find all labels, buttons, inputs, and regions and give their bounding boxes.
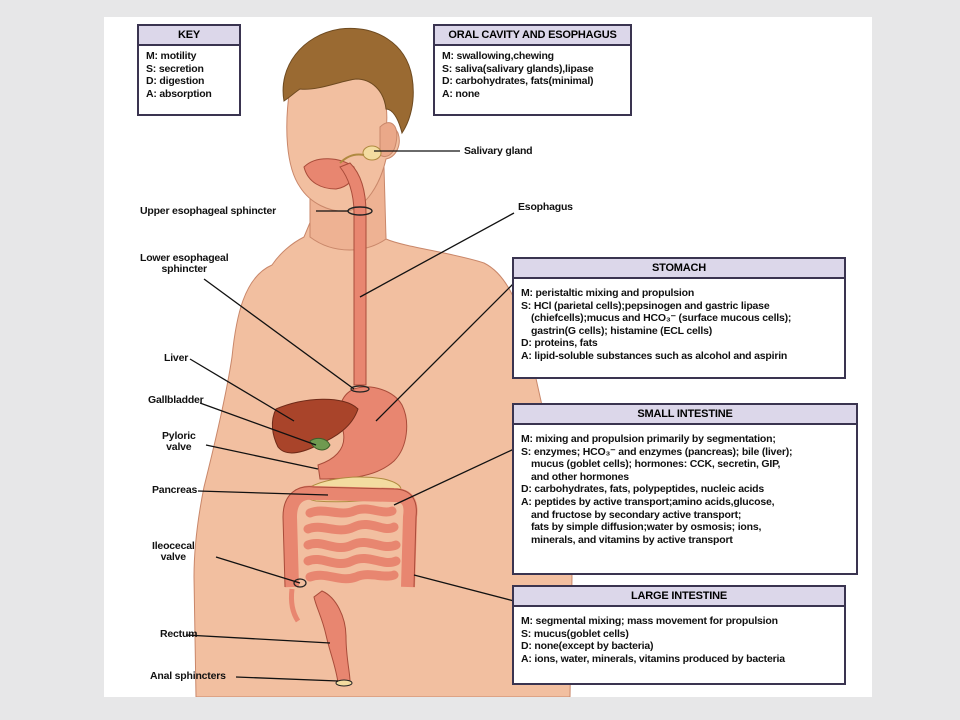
small-intestine-title: SMALL INTESTINE (514, 405, 856, 425)
label-anal-sphincters: Anal sphincters (150, 670, 226, 682)
figure-sheet: KEY M: motility S: secretion D: digestio… (104, 17, 872, 697)
label-ileocecal-valve: Ileocecal valve (152, 540, 195, 563)
stomach-line: gastrin(G cells); histamine (ECL cells) (531, 324, 713, 337)
small-line: mucus (goblet cells); hormones: CCK, sec… (531, 458, 781, 471)
label-esophagus: Esophagus (518, 201, 573, 213)
label-upper-esophageal-sphincter: Upper esophageal sphincter (140, 205, 277, 217)
small-line: and fructose by secondary active transpo… (531, 508, 742, 521)
small-intestine-box: SMALL INTESTINE M: mixing and propulsion… (512, 403, 858, 575)
label-rectum: Rectum (160, 628, 198, 640)
leader-lines (185, 150, 515, 682)
stomach-title: STOMACH (514, 259, 844, 279)
key-line: M: motility (146, 50, 197, 62)
label-gallbladder: Gallbladder (148, 394, 204, 406)
key-line: S: secretion (146, 62, 204, 75)
stomach-line: D: proteins, fats (521, 337, 598, 350)
label-pancreas: Pancreas (152, 484, 198, 496)
stomach-line: M: peristaltic mixing and propulsion (521, 287, 695, 299)
gallbladder (309, 437, 331, 451)
oral-line: A: none (442, 87, 480, 100)
small-line: M: mixing and propulsion primarily by se… (521, 433, 776, 445)
lower-esophageal-sphincter (350, 385, 370, 393)
stomach-box: STOMACH M: peristaltic mixing and propul… (512, 257, 846, 379)
label-pyloric-valve: Pyloric valve (162, 430, 196, 453)
esophagus (339, 162, 367, 386)
oral-line: S: saliva(salivary glands),lipase (442, 62, 594, 75)
large-intestine-box: LARGE INTESTINE M: segmental mixing; mas… (512, 585, 846, 685)
small-line: and other hormones (531, 470, 629, 483)
oral-line: M: swallowing,chewing (442, 50, 554, 62)
key-title: KEY (139, 26, 239, 46)
ear (379, 122, 398, 157)
small-line: minerals, and vitamins by active transpo… (531, 533, 733, 546)
key-line: A: absorption (146, 87, 212, 100)
small-line: A: peptides by active transport;amino ac… (521, 495, 775, 508)
salivary-gland (362, 145, 382, 161)
anal-sphincter (335, 679, 353, 687)
large-line: S: mucus(goblet cells) (521, 627, 629, 640)
stomach-line: A: lipid-soluble substances such as alco… (521, 349, 788, 362)
small-line: D: carbohydrates, fats, polypeptides, nu… (521, 483, 765, 496)
small-intestine (303, 504, 401, 584)
oral-line: D: carbohydrates, fats(minimal) (442, 75, 594, 88)
oral-cavity-title: ORAL CAVITY AND ESOPHAGUS (435, 26, 630, 46)
large-intestine (282, 485, 418, 588)
oral-cavity-box: ORAL CAVITY AND ESOPHAGUS M: swallowing,… (433, 24, 632, 116)
stomach-line: (chiefcells);mucus and HCO₃⁻ (surface mu… (531, 312, 792, 325)
large-line: D: none(except by bacteria) (521, 640, 654, 653)
large-line: A: ions, water, minerals, vitamins produ… (521, 652, 785, 665)
large-line: M: segmental mixing; mass movement for p… (521, 615, 778, 627)
appendix (289, 588, 301, 623)
key-box: KEY M: motility S: secretion D: digestio… (137, 24, 241, 116)
label-lower-esophageal-sphincter: Lower esophageal sphincter (140, 252, 229, 275)
label-salivary-gland: Salivary gland (464, 145, 533, 157)
small-line: S: enzymes; HCO₃⁻ and enzymes (pancreas)… (521, 445, 793, 458)
large-intestine-outline (282, 486, 417, 588)
key-line: D: digestion (146, 75, 205, 88)
large-intestine-title: LARGE INTESTINE (514, 587, 844, 607)
digestive-system-illustration (185, 27, 573, 697)
hair (282, 27, 414, 135)
small-line: fats by simple diffusion;water by osmosi… (531, 521, 762, 534)
stomach-line: S: HCl (parietal cells);pepsinogen and g… (521, 299, 770, 312)
ileocecal-valve (293, 578, 307, 588)
salivary-duct (339, 153, 365, 164)
label-liver: Liver (164, 352, 189, 364)
